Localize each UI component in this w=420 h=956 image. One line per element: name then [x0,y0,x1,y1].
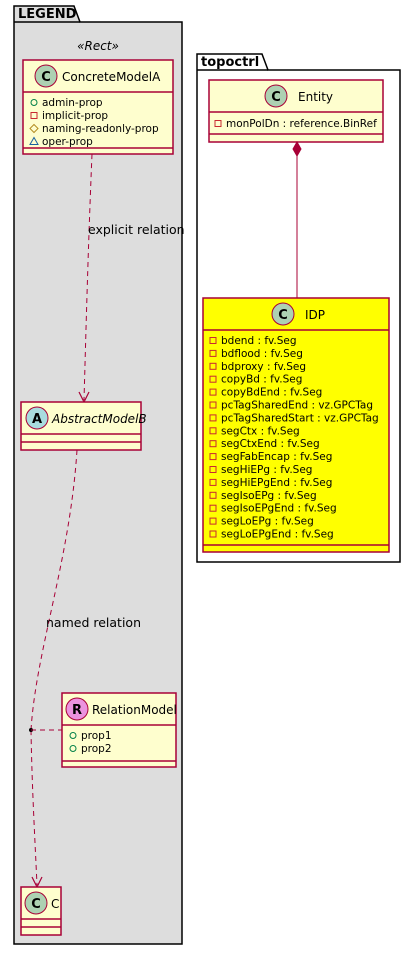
attribute-text: admin-prop [42,97,103,109]
attribute-text: segCtxEnd : fv.Seg [221,438,320,450]
private-visibility-icon [209,517,217,525]
private-visibility-icon [209,375,217,383]
private-visibility-icon [209,337,217,344]
relation-class-icon-letter: R [72,703,82,718]
attribute-text: segLoEPgEnd : fv.Seg [221,529,334,541]
class-icon [264,84,288,108]
private-visibility-icon [214,120,222,127]
attribute-text: segHiEPg : fv.Seg [221,464,312,476]
public-visibility-icon [69,745,77,752]
attribute-text: bdproxy : fv.Seg [221,361,306,373]
class-name: AbstractModelB [51,412,147,426]
attribute-text: oper-prop [42,136,93,148]
public-visibility-icon [30,99,38,106]
class-name: IDP [305,308,325,322]
private-visibility-icon [209,504,217,512]
attribute-text: segLoEPg : fv.Seg [221,516,314,528]
attribute-list: admin-propimplicit-propnaming-readonly-p… [29,97,159,148]
class-icon-letter: C [278,308,288,323]
private-visibility-icon [209,440,217,448]
private-visibility-icon [30,112,38,119]
class-name: RelationModel [92,703,177,717]
relation-class-icon [65,697,89,721]
legend-package-title: LEGEND [18,7,77,22]
attribute-text: segIsoEPgEnd : fv.Seg [221,503,337,515]
private-visibility-icon [209,349,217,357]
class-icon-letter: C [41,70,51,85]
private-visibility-icon [209,491,217,499]
private-visibility-icon [209,388,217,396]
private-visibility-icon [209,414,217,422]
protected-visibility-icon [29,123,39,134]
attribute-text: copyBd : fv.Seg [221,374,302,386]
attribute-text: prop1 [81,730,112,742]
class-icon [34,64,58,88]
class-icon-letter: C [271,90,281,105]
attribute-text: pcTagSharedEnd : vz.GPCTag [221,400,373,412]
attribute-text: segCtx : fv.Seg [221,425,300,437]
named-relation-label: named relation [46,615,141,630]
attribute-text: segIsoEPg : fv.Seg [221,490,317,502]
abstract-class-icon-letter: A [32,412,42,427]
legend-stereotype: «Rect» [77,39,119,53]
explicit-relation-label: explicit relation [88,222,185,237]
private-visibility-icon [209,453,217,461]
public-visibility-icon [69,732,77,739]
package-visibility-icon [29,136,39,145]
attribute-text: pcTagSharedStart : vz.GPCTag [221,412,379,424]
class-icon [24,891,48,915]
attribute-text: prop2 [81,743,112,755]
named-relation-arrow: named relation [29,449,141,889]
composition-diamond-icon [292,140,302,158]
attribute-text: copyBdEnd : fv.Seg [221,387,322,399]
attribute-list: monPolDn : reference.BinRef [214,118,377,130]
attribute-text: implicit-prop [42,110,108,122]
class-entity[interactable]: C Entity monPolDn : reference.BinRef [208,79,384,143]
class-name: C [51,897,59,911]
attribute-text: segFabEncap : fv.Seg [221,451,332,463]
abstract-class-icon [25,406,49,430]
attribute-text: segHiEPgEnd : fv.Seg [221,477,332,489]
attribute-text: naming-readonly-prop [42,123,159,135]
attribute-text: bdflood : fv.Seg [221,348,303,360]
class-name: Entity [298,90,333,104]
class-name: ConcreteModelA [62,70,161,84]
composition-link [292,140,302,298]
private-visibility-icon [209,401,217,409]
topoctrl-package-title: topoctrl [201,55,259,70]
attribute-text: bdend : fv.Seg [221,335,297,347]
class-concrete-model-a[interactable]: C ConcreteModelA admin-propimplicit-prop… [22,59,174,155]
private-visibility-icon [209,362,217,370]
private-visibility-icon [209,466,217,473]
class-icon [271,302,295,326]
class-abstract-model-b[interactable]: A AbstractModelB [20,401,147,451]
private-visibility-icon [209,427,217,435]
attribute-text: monPolDn : reference.BinRef [226,118,377,130]
private-visibility-icon [209,478,217,486]
private-visibility-icon [209,530,217,538]
class-c[interactable]: C C [20,886,62,936]
class-icon-letter: C [31,897,41,912]
